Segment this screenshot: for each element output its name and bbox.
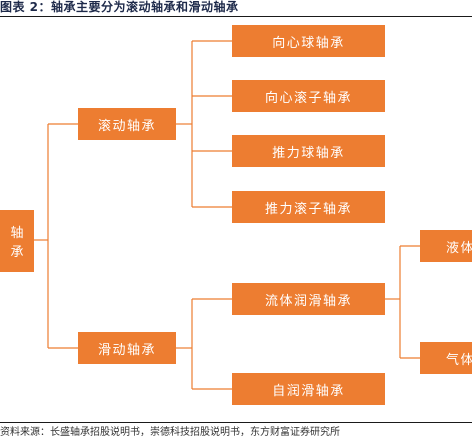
node-self-lubricating-bearing: 自润滑轴承 <box>232 373 385 405</box>
node-liquid-label: 液体 <box>446 240 472 256</box>
node-fluid-lubricated-bearing: 流体润滑轴承 <box>232 283 385 315</box>
caption-rule <box>0 16 472 17</box>
node-radial-ball-bearing: 向心球轴承 <box>232 25 385 57</box>
node-gas: 气体 <box>420 342 472 374</box>
node-gas-label: 气体 <box>446 352 472 368</box>
node-thrust-roller-bearing: 推力滚子轴承 <box>232 191 385 223</box>
node-bearing: 轴 承 <box>0 210 34 272</box>
node-radial-roller-bearing: 向心滚子轴承 <box>232 80 385 112</box>
node-sliding-bearing: 滑动轴承 <box>78 332 176 364</box>
source-note: 资料来源：长盛轴承招股说明书，崇德科技招股说明书，东方财富证券研究所 <box>0 427 340 438</box>
node-bearing-label-bottom: 承 <box>10 245 24 260</box>
node-liquid: 液体 <box>420 230 472 262</box>
node-rolling-bearing: 滚动轴承 <box>78 108 176 140</box>
node-thrust-ball-bearing: 推力球轴承 <box>232 135 385 167</box>
source-rule <box>0 422 472 423</box>
node-bearing-label-top: 轴 <box>10 226 24 241</box>
figure-caption: 图表 2：轴承主要分为滚动轴承和滑动轴承 <box>0 0 239 14</box>
